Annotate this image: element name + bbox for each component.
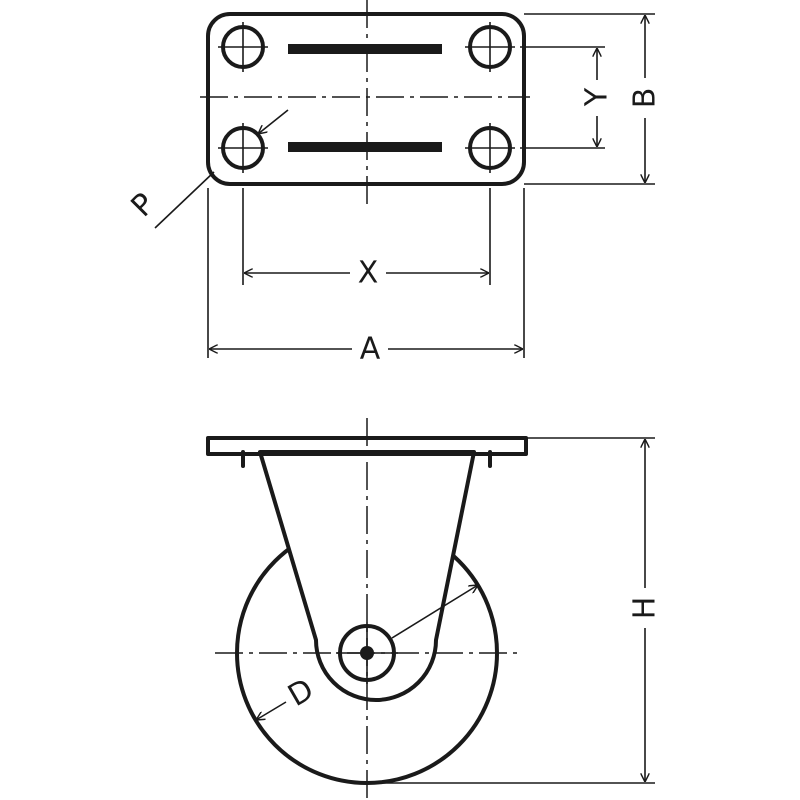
x-label-gap: [350, 256, 386, 290]
a-label-gap: [352, 331, 388, 367]
p-hole-arrow: [258, 109, 289, 134]
plate-slot-lower: [288, 142, 442, 152]
side-view: D H: [206, 418, 663, 800]
plate-slot-upper: [288, 44, 442, 54]
bolt-hole-top-left: [218, 22, 268, 72]
d-diameter-arrow-upper: [391, 585, 478, 639]
dimension-label-b: B: [628, 88, 663, 109]
d-diameter-arrow-lower: [256, 701, 287, 720]
dimension-label-h: H: [628, 597, 663, 620]
mounting-plate-outline: [206, 12, 526, 186]
bolt-hole-bottom-left: [218, 123, 268, 173]
bolt-hole-bottom-right: [465, 123, 515, 173]
b-label-gap: [629, 78, 661, 118]
dimension-label-d: D: [282, 672, 320, 714]
bolt-hole-top-right: [465, 22, 515, 72]
dimension-label-x: X: [358, 256, 379, 291]
p-leader-line: [154, 171, 215, 229]
y-label-gap: [582, 80, 612, 116]
dimension-label-y: Y: [580, 87, 615, 107]
top-view: P Y B X A: [125, 0, 663, 367]
dimension-label-p: P: [125, 187, 163, 225]
h-label-gap: [628, 588, 662, 628]
dimension-label-a: A: [360, 332, 381, 367]
